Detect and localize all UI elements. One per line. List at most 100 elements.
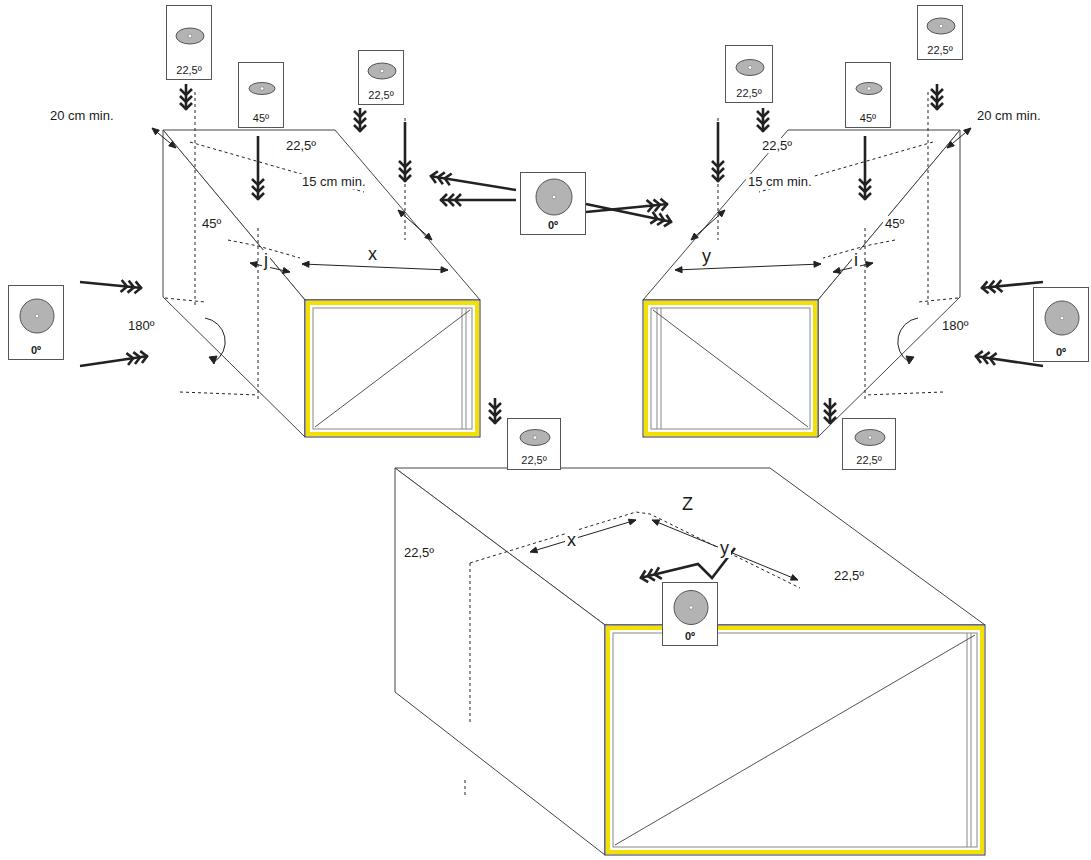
angle-arrowhead bbox=[209, 356, 217, 364]
left-duct bbox=[80, 84, 480, 437]
dimension-label: 15 cm min. bbox=[746, 174, 814, 189]
angle-icon-box: 22,5º bbox=[917, 5, 963, 60]
disc-hub bbox=[380, 69, 384, 73]
disc-icon bbox=[726, 46, 774, 87]
angle-icon-box: 0º bbox=[662, 582, 718, 646]
duct-inner-edge bbox=[661, 308, 662, 429]
dimension-arrowhead bbox=[964, 128, 971, 135]
disc-hub bbox=[939, 24, 943, 28]
dimension-arrowhead bbox=[691, 233, 698, 240]
disc-icon bbox=[918, 6, 964, 44]
duct-yellow-edge bbox=[308, 303, 477, 434]
dimension-label: 45º bbox=[200, 216, 223, 231]
angle-icon-box: 22,5º bbox=[725, 45, 773, 103]
arrow-fletching bbox=[399, 175, 411, 181]
cut-line bbox=[470, 563, 471, 722]
arrow-fletching bbox=[489, 417, 501, 423]
arrow-fletching bbox=[757, 118, 769, 124]
angle-arc bbox=[205, 318, 225, 362]
angle-arrowhead bbox=[906, 356, 914, 364]
duct-diagonal bbox=[315, 310, 470, 427]
angle-value: 22,5º bbox=[843, 454, 895, 467]
duct-yellow-edge bbox=[608, 628, 982, 852]
dimension-letter: y bbox=[700, 246, 713, 266]
cut-line bbox=[918, 298, 958, 302]
duct-inner-edge bbox=[466, 308, 467, 429]
dimension-arrowhead bbox=[814, 261, 821, 267]
arrow-fletching bbox=[399, 168, 411, 174]
dimension-arrowhead bbox=[675, 267, 682, 273]
angle-icon-box: 0º bbox=[520, 172, 586, 235]
arrow-fletching bbox=[655, 567, 662, 579]
dimension-label: 22,5º bbox=[402, 545, 436, 560]
saw-disc bbox=[368, 63, 396, 79]
duct-yellow-edge bbox=[646, 303, 815, 434]
dimension-arrowhead bbox=[530, 547, 538, 553]
arrow-fletching bbox=[712, 175, 724, 181]
angle-value: 0º bbox=[521, 219, 585, 232]
dimension-label: 20 cm min. bbox=[975, 108, 1043, 123]
cut-direction-arrow bbox=[829, 398, 832, 424]
dimension-arrowhead bbox=[398, 210, 405, 217]
disc-icon bbox=[663, 583, 719, 630]
saw-disc bbox=[249, 83, 275, 95]
disc-hub bbox=[867, 87, 871, 91]
dimension-letter: x bbox=[366, 244, 379, 264]
dimension-line bbox=[152, 128, 176, 148]
arrow-fletching bbox=[647, 200, 654, 212]
angle-value: 22,5º bbox=[726, 87, 772, 100]
angle-icon-box: 45º bbox=[238, 62, 284, 128]
duct-inner-edge bbox=[971, 633, 972, 847]
disc-hub bbox=[35, 314, 39, 318]
disc-icon bbox=[1034, 288, 1090, 346]
angle-value: 0º bbox=[1034, 346, 1088, 359]
dimension-line bbox=[675, 264, 821, 270]
arrow-fletching bbox=[354, 111, 366, 117]
cut-direction-arrow bbox=[936, 84, 939, 110]
arrow-fletching bbox=[354, 118, 366, 124]
cut-line bbox=[465, 780, 466, 795]
arrow-fletching bbox=[824, 403, 836, 409]
angle-value: 0º bbox=[9, 344, 63, 357]
dimension-arrowhead bbox=[833, 268, 840, 274]
dimension-arrowhead bbox=[425, 233, 432, 240]
disc-hub bbox=[552, 195, 556, 199]
arrow-fletching bbox=[399, 161, 411, 167]
arrow-fletching bbox=[757, 111, 769, 117]
arrow-fletching bbox=[931, 103, 943, 109]
duct-inner-edge bbox=[613, 633, 977, 847]
disc-icon bbox=[9, 286, 65, 344]
arrow-fletching bbox=[252, 186, 264, 192]
disc-hub bbox=[689, 606, 693, 610]
cut-line bbox=[258, 228, 259, 402]
arrow-fletching bbox=[859, 179, 871, 185]
dimension-line bbox=[398, 210, 432, 240]
dimension-letter: j bbox=[262, 250, 270, 270]
arrow-fletching bbox=[354, 125, 366, 131]
duct-diagonal bbox=[653, 310, 808, 427]
angle-icon-box: 22,5º bbox=[166, 5, 212, 80]
duct-inner-edge bbox=[657, 308, 658, 429]
arrow-fletching bbox=[441, 194, 447, 206]
angle-arc bbox=[898, 318, 918, 362]
right-duct bbox=[643, 84, 1043, 437]
dimension-arrowhead bbox=[718, 210, 725, 217]
duct-front-face bbox=[605, 625, 985, 855]
arrow-fletching bbox=[489, 410, 501, 416]
dimension-arrowhead bbox=[169, 141, 176, 148]
disc-icon bbox=[359, 51, 405, 89]
dimension-label: 45º bbox=[883, 216, 906, 231]
bottom-duct bbox=[395, 398, 985, 855]
disc-hub bbox=[260, 87, 264, 91]
arrow-fletching bbox=[252, 193, 264, 199]
dimension-line bbox=[691, 210, 725, 240]
saw-disc bbox=[927, 18, 955, 34]
angle-icon-box: 22,5º bbox=[507, 418, 561, 470]
cut-line bbox=[865, 392, 943, 395]
arrow-fletching bbox=[859, 186, 871, 192]
arrow-fletching bbox=[931, 89, 943, 95]
dimension-label: 180º bbox=[940, 318, 970, 333]
angle-icon-box: 22,5º bbox=[358, 50, 404, 105]
arrow-fletching bbox=[121, 280, 128, 292]
